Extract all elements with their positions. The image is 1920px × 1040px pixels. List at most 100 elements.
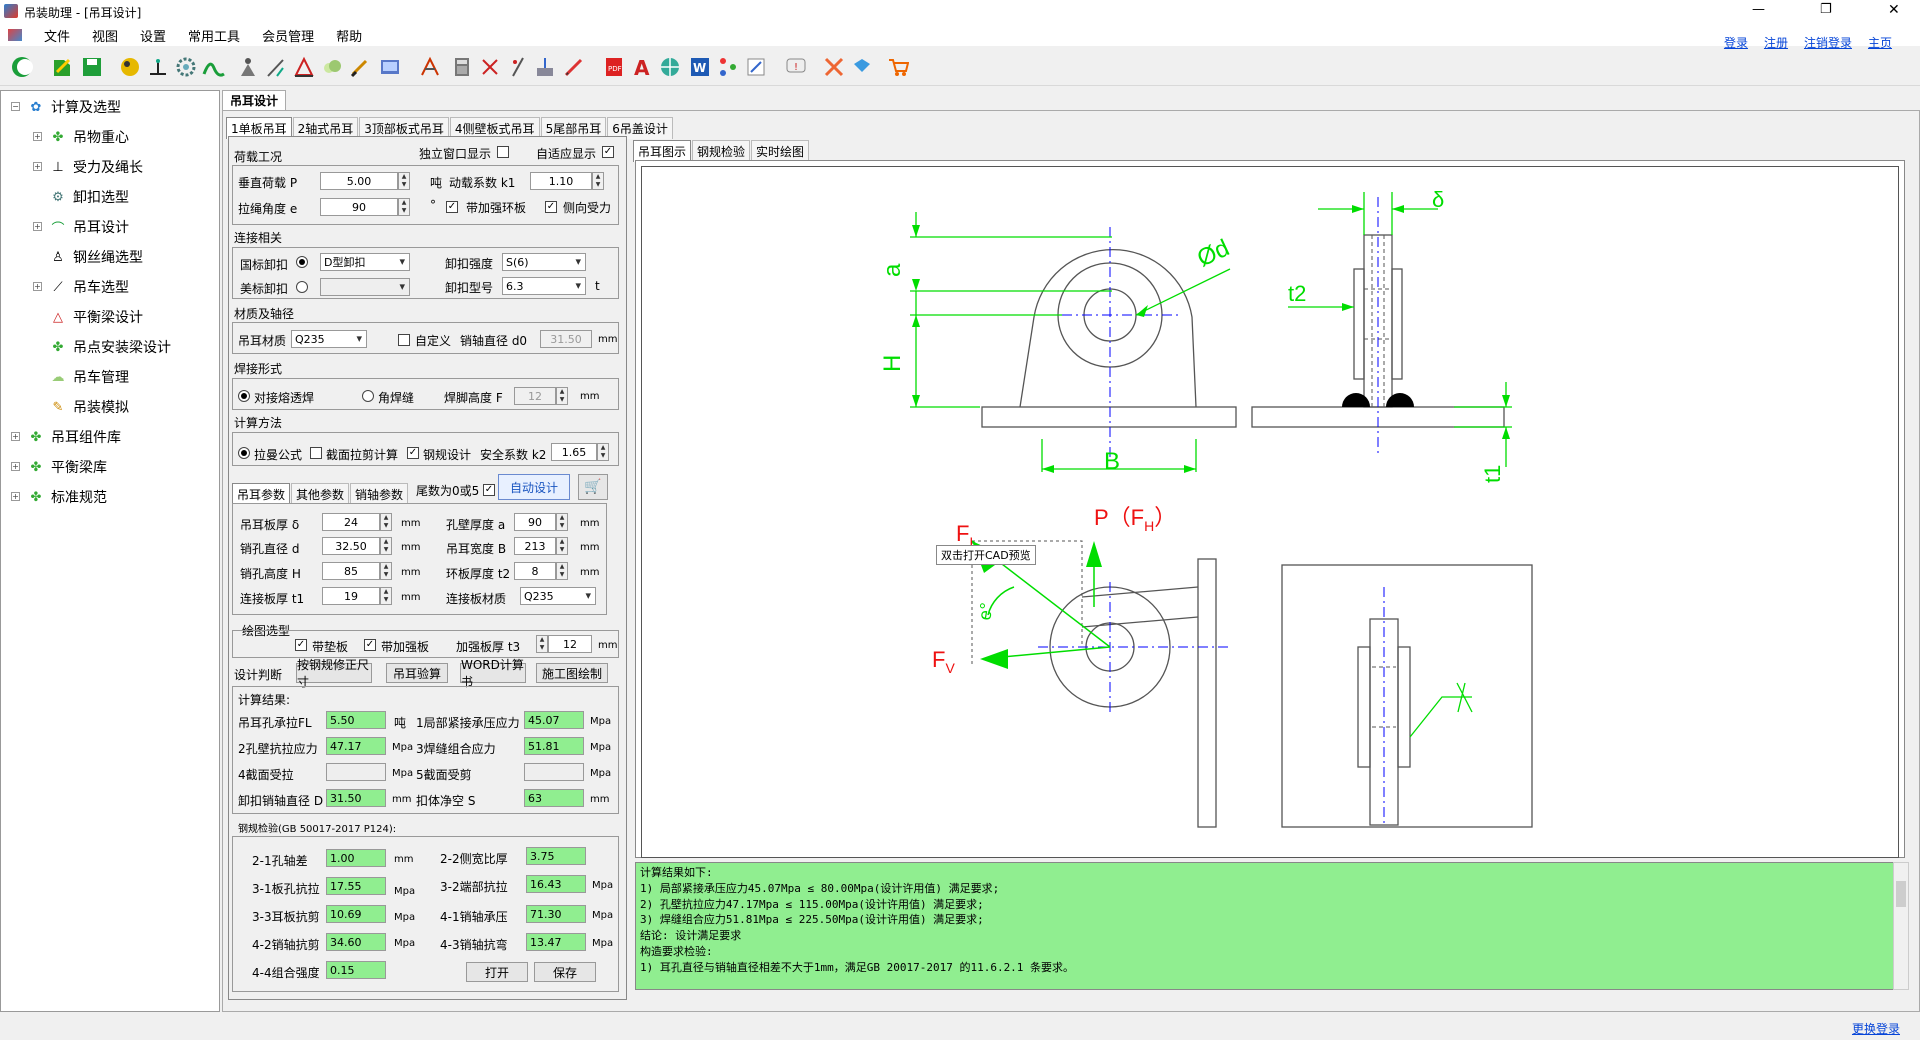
param-input[interactable]: 24: [322, 513, 380, 531]
vertical-spinner[interactable]: ▲▼: [398, 172, 410, 190]
chat-icon[interactable]: !: [784, 55, 808, 79]
triangle-icon[interactable]: [292, 55, 316, 79]
param-input[interactable]: 19: [322, 587, 380, 605]
word-icon[interactable]: W: [688, 55, 712, 79]
open-icon[interactable]: [50, 55, 74, 79]
standalone-checkbox[interactable]: [497, 146, 509, 158]
verify-button[interactable]: 吊耳验算: [386, 663, 448, 683]
open-button[interactable]: 打开: [466, 962, 528, 982]
param-spinner[interactable]: ▲▼: [380, 562, 392, 580]
param-input[interactable]: 90: [514, 513, 556, 531]
tab-top[interactable]: 3顶部板式吊耳: [359, 117, 449, 139]
draw-icon[interactable]: [418, 55, 442, 79]
tab-side[interactable]: 4侧壁板式吊耳: [449, 117, 540, 139]
tree-item-force[interactable]: +⊥受力及绳长: [33, 159, 143, 176]
tree-item-cranemgr[interactable]: ☁吊车管理: [37, 367, 130, 387]
rib-checkbox[interactable]: ✓: [446, 201, 458, 213]
pdf-icon[interactable]: PDF: [602, 55, 626, 79]
side-checkbox[interactable]: ✓: [545, 201, 557, 213]
menu-view[interactable]: 视图: [92, 29, 119, 45]
globe-icon[interactable]: [658, 55, 682, 79]
tab-realtime-draw[interactable]: 实时绘图: [751, 140, 810, 162]
app-icon[interactable]: [10, 55, 34, 79]
menu-file[interactable]: 文件: [44, 29, 71, 45]
tab-tail[interactable]: 5尾部吊耳: [540, 117, 607, 139]
vertical-input[interactable]: 5.00: [320, 172, 398, 190]
param-spinner[interactable]: ▲▼: [380, 587, 392, 605]
adaptive-checkbox[interactable]: ✓: [602, 146, 614, 158]
cart-icon[interactable]: [886, 55, 910, 79]
arch-icon[interactable]: [202, 55, 226, 79]
screen-icon[interactable]: [378, 55, 402, 79]
param-spinner[interactable]: ▲▼: [556, 537, 568, 555]
param-input[interactable]: 85: [322, 562, 380, 580]
tree-item-shackle[interactable]: ⚙卸扣选型: [37, 187, 129, 207]
rib-thick-input[interactable]: 12: [548, 635, 592, 653]
strength-select[interactable]: S(6): [502, 253, 586, 271]
home-link[interactable]: 主页: [1867, 36, 1892, 50]
param-input[interactable]: 213: [514, 537, 556, 555]
ball-icon[interactable]: [118, 55, 142, 79]
angle-spinner[interactable]: ▲▼: [398, 198, 410, 216]
login-link[interactable]: 登录: [1723, 36, 1748, 50]
cloud-icon[interactable]: [320, 55, 344, 79]
method1-radio[interactable]: [238, 447, 250, 459]
param-spinner[interactable]: ▲▼: [556, 513, 568, 531]
tree-icon[interactable]: [716, 55, 740, 79]
tab-pin-params[interactable]: 销轴参数: [350, 483, 409, 505]
butt-radio[interactable]: [238, 390, 250, 402]
cart-button[interactable]: 🛒: [578, 474, 608, 500]
minimize-button[interactable]: —: [1752, 2, 1765, 17]
tree-item-std[interactable]: +✤标准规范: [11, 489, 107, 506]
switch-login-link[interactable]: 更换登录: [1851, 1022, 1900, 1036]
person-icon[interactable]: [236, 55, 260, 79]
weld-height-spinner[interactable]: ▲▼: [556, 387, 568, 405]
gb-select[interactable]: D型卸扣: [320, 253, 410, 271]
fix-size-button[interactable]: 按钢规修正尺寸: [296, 658, 372, 689]
tree-item-sim[interactable]: ✎吊装模拟: [37, 397, 129, 417]
method2-checkbox[interactable]: [310, 447, 322, 459]
dynamic-input[interactable]: 1.10: [530, 172, 592, 190]
fillet-radio[interactable]: [362, 390, 374, 402]
rib-plate-checkbox[interactable]: ✓: [364, 639, 376, 651]
menu-member[interactable]: 会员管理: [262, 29, 315, 45]
tree-item-beam[interactable]: △平衡梁设计: [37, 307, 143, 327]
auto-design-button[interactable]: 自动设计: [498, 474, 570, 500]
param-spinner[interactable]: ▲▼: [380, 537, 392, 555]
pin-input[interactable]: 31.50: [540, 330, 592, 348]
crane-icon[interactable]: [264, 55, 288, 79]
book-icon[interactable]: [850, 55, 874, 79]
method3-checkbox[interactable]: ✓: [407, 447, 419, 459]
brush-icon[interactable]: [348, 55, 372, 79]
scroll-thumb[interactable]: [1896, 881, 1906, 907]
output-scrollbar[interactable]: [1893, 862, 1909, 990]
tree-item-crane[interactable]: +⟋吊车选型: [33, 279, 129, 296]
model-select[interactable]: 6.3: [502, 277, 586, 295]
tree-root[interactable]: −✿计算及选型: [11, 99, 121, 116]
tab-other-params[interactable]: 其他参数: [291, 483, 350, 505]
scissors-icon[interactable]: [478, 55, 502, 79]
pad-checkbox[interactable]: ✓: [295, 639, 307, 651]
rib-thick-spinner[interactable]: ▲▼: [536, 635, 548, 653]
tree-item-beamlib[interactable]: +✤平衡梁库: [11, 459, 107, 476]
tree-item-centroid[interactable]: +✤吊物重心: [33, 129, 129, 146]
pencil-icon[interactable]: [562, 55, 586, 79]
tab-shaft[interactable]: 2轴式吊耳: [292, 117, 359, 139]
logout-link[interactable]: 注销登录: [1803, 36, 1852, 50]
close-button[interactable]: ✕: [1888, 2, 1900, 18]
register-link[interactable]: 注册: [1763, 36, 1788, 50]
us-select[interactable]: [320, 278, 410, 296]
pen-icon[interactable]: [506, 55, 530, 79]
drawing-button[interactable]: 施工图绘制: [536, 663, 608, 683]
edit-icon[interactable]: [744, 55, 768, 79]
tree-item-mount[interactable]: ✤吊点安装梁设计: [37, 337, 171, 357]
text-icon[interactable]: A: [630, 55, 654, 79]
plate-material-select[interactable]: Q235: [520, 587, 596, 605]
menu-help[interactable]: 帮助: [336, 29, 363, 45]
tools-icon[interactable]: [822, 55, 846, 79]
menu-tools[interactable]: 常用工具: [188, 29, 241, 45]
menu-settings[interactable]: 设置: [140, 29, 167, 45]
gear-icon[interactable]: [174, 55, 198, 79]
tab-lug-params[interactable]: 吊耳参数: [232, 483, 291, 505]
tree-item-rope[interactable]: ♙钢丝绳选型: [37, 247, 143, 267]
